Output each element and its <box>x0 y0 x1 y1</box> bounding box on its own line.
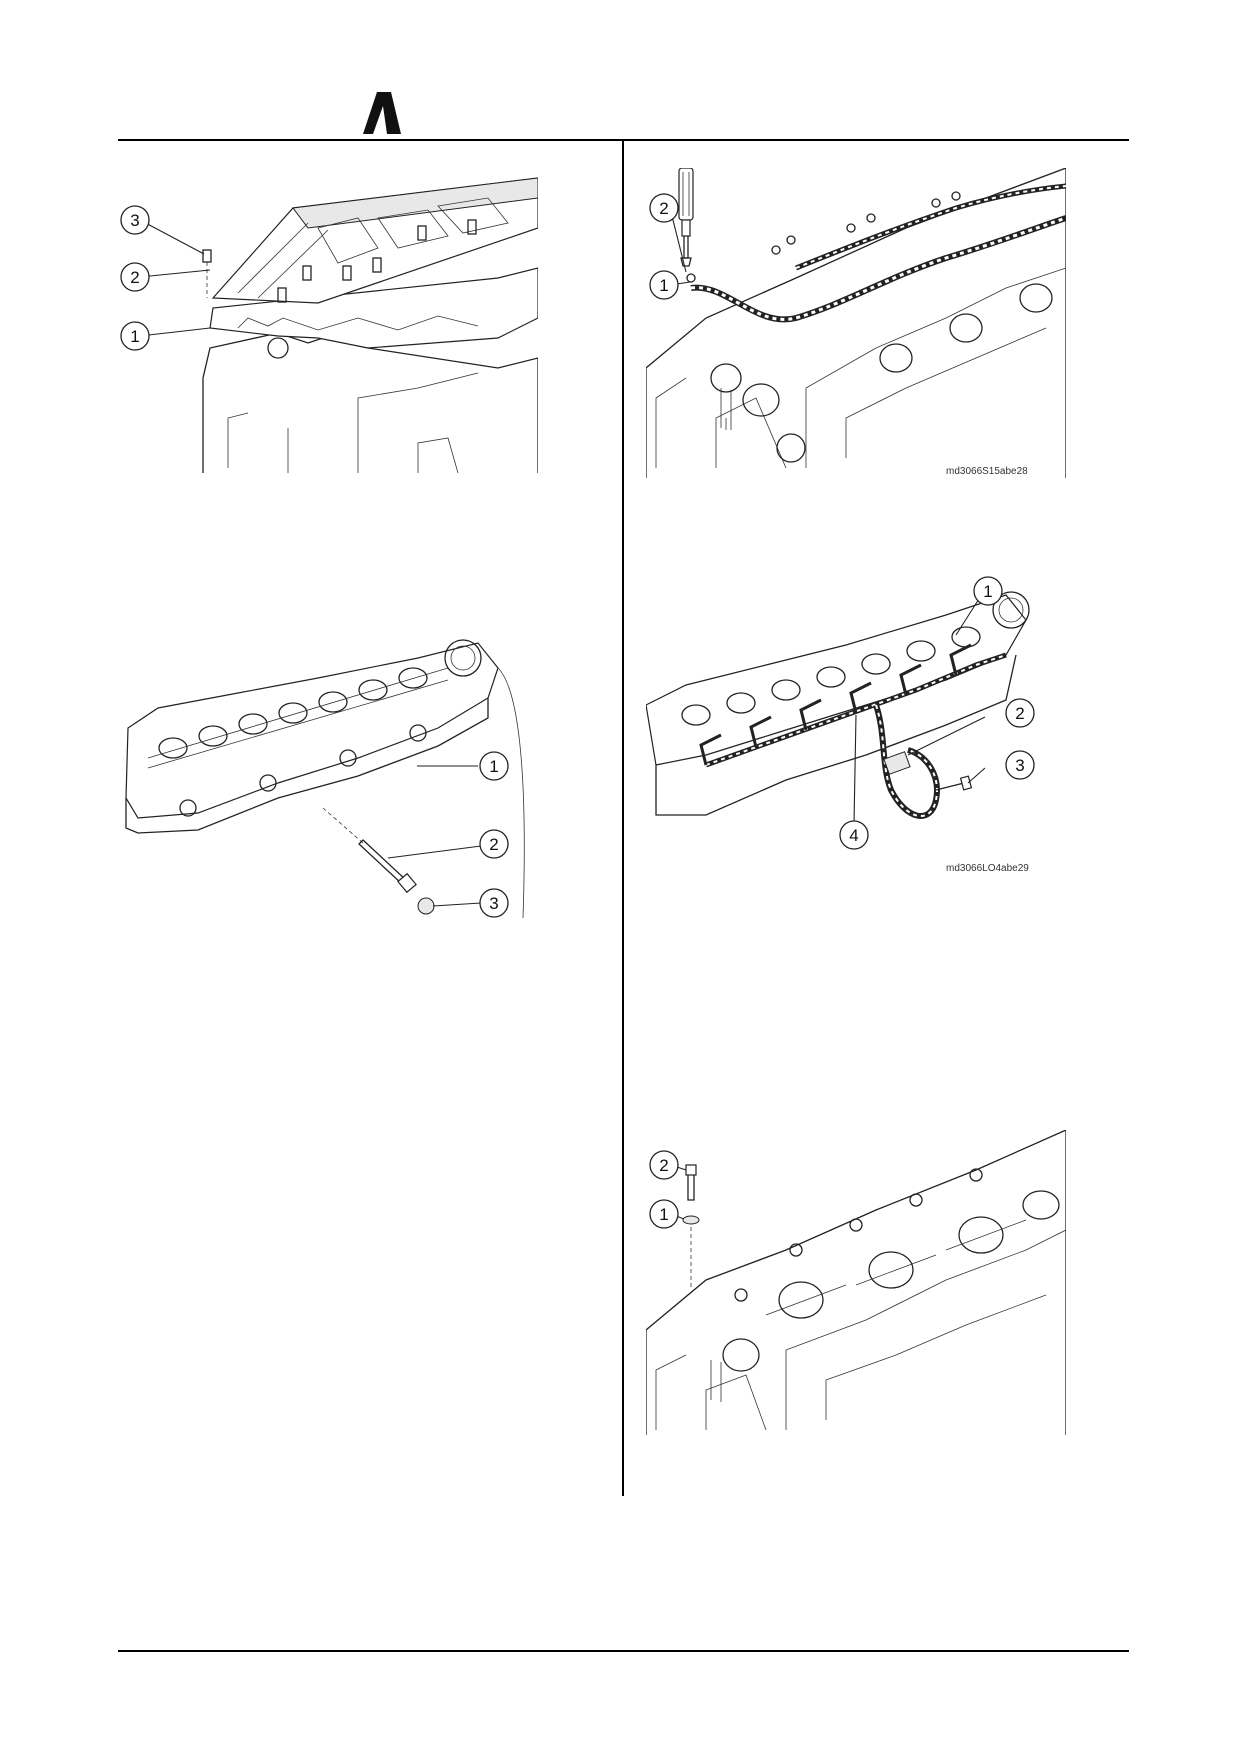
callout-2: 2 <box>130 268 139 287</box>
callout-3: 3 <box>130 211 139 230</box>
manufacturer-logo-icon <box>363 92 401 134</box>
figure-code: md3066LO4abe29 <box>946 863 1029 874</box>
wiring-harness-illustration: 1 2 3 4 md3066LO4abe29 <box>646 576 1035 874</box>
head-bolt-illustration: 1 2 3 <box>125 639 525 918</box>
callout-3: 3 <box>1015 756 1024 775</box>
figure-head-cover: 3 2 1 <box>118 168 538 473</box>
callout-3: 3 <box>489 894 498 913</box>
callout-2: 2 <box>489 835 498 854</box>
figure-wiring-harness: 1 2 3 4 md3066LO4abe29 <box>646 565 1066 875</box>
callout-1: 1 <box>130 327 139 346</box>
callout-2: 2 <box>659 199 668 218</box>
callout-1: 1 <box>659 276 668 295</box>
callout-1: 1 <box>983 582 992 601</box>
callout-1: 1 <box>489 757 498 776</box>
callout-2: 2 <box>659 1156 668 1175</box>
figure-bolt-washer: 2 1 <box>646 1130 1066 1435</box>
head-cover-illustration: 3 2 1 <box>120 177 538 473</box>
harness-terminal-illustration: 2 1 md3066S15abe28 <box>646 168 1066 478</box>
column-divider <box>622 140 624 1496</box>
footer-rule <box>118 1650 1129 1652</box>
figure-code: md3066S15abe28 <box>946 466 1028 477</box>
callout-2: 2 <box>1015 704 1024 723</box>
callout-1: 1 <box>659 1205 668 1224</box>
bolt-washer-illustration: 2 1 <box>646 1130 1066 1435</box>
figure-head-bolt: 1 2 3 <box>118 618 548 918</box>
figure-harness-terminal: 2 1 md3066S15abe28 <box>646 168 1066 478</box>
callout-4: 4 <box>849 826 858 845</box>
